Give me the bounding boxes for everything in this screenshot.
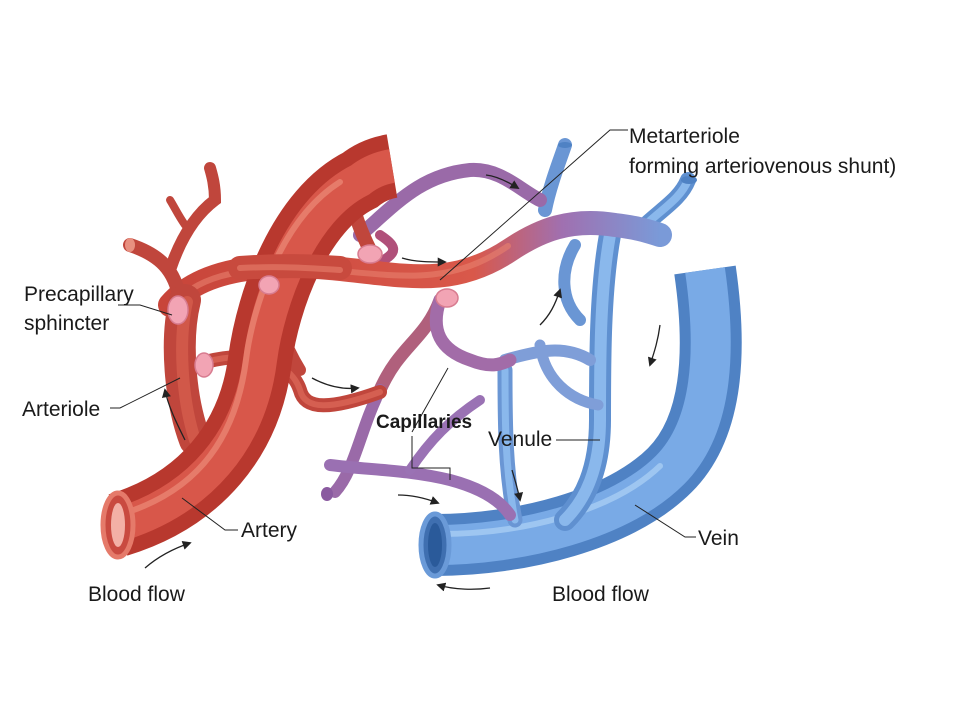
arrow-capillary-bottom: [397, 494, 440, 505]
label-sphincter: sphincter: [24, 312, 110, 335]
sphincter-1: [167, 295, 189, 325]
leader-capillaries-1: [411, 367, 449, 433]
vein: [418, 265, 742, 579]
label-artery: Artery: [241, 519, 298, 542]
arrow-venule-up: [539, 288, 563, 326]
sphincter-3: [258, 275, 280, 295]
arrow-venule-down: [511, 469, 524, 502]
label-blood-flow-right: Blood flow: [552, 583, 649, 606]
label-blood-flow-left: Blood flow: [88, 583, 185, 606]
label-metarteriole: Metarteriole: [629, 125, 740, 148]
sphincter-5: [435, 288, 459, 308]
label-capillaries: Capillaries: [376, 412, 473, 433]
sphincter-2: [194, 352, 214, 378]
artery: [100, 134, 399, 560]
leader-capillaries-2: [411, 436, 451, 480]
label-venule: Venule: [488, 428, 553, 451]
label-vein: Vein: [698, 527, 739, 550]
capillary-network: [321, 162, 547, 521]
sphincter-4: [357, 244, 383, 264]
arrow-capillary-left: [311, 377, 360, 394]
leader-lines: [110, 129, 696, 538]
arrow-vein-down: [647, 324, 661, 367]
label-metarteriole-sub: forming arteriovenous shunt): [629, 155, 897, 178]
precapillary-sphincters: [167, 244, 459, 378]
arrow-blood-flow-left: [144, 540, 192, 569]
leader-arteriole: [110, 377, 181, 409]
label-arteriole: Arteriole: [22, 398, 101, 421]
leader-vein: [634, 504, 696, 538]
arrow-blood-flow-right: [436, 582, 491, 592]
leader-artery: [181, 497, 238, 531]
venous-branches: [497, 138, 697, 531]
flow-arrows: [144, 174, 661, 592]
arrow-shunt-top: [401, 257, 447, 267]
arrow-arteriole: [161, 388, 186, 441]
label-precapillary: Precapillary: [24, 283, 134, 306]
leader-precapillary: [118, 304, 173, 316]
arrow-capillary-top: [485, 174, 520, 189]
leader-metarteriole: [439, 129, 628, 281]
metarteriole-overlap: [228, 254, 352, 280]
